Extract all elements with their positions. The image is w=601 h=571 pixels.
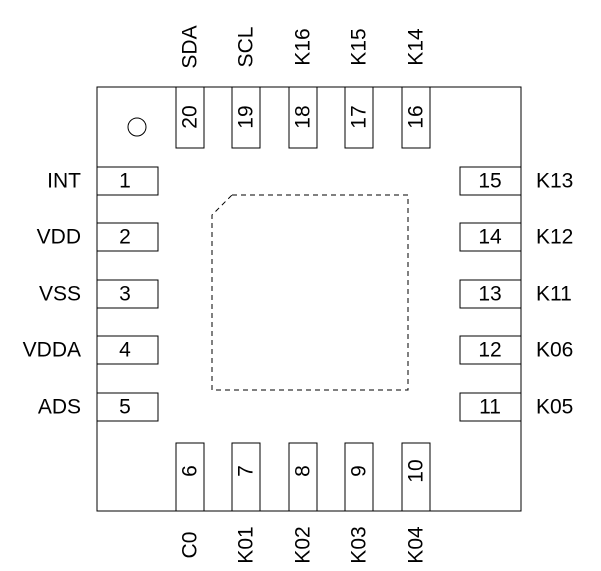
pin-number: 5: [119, 396, 131, 419]
pin-number: 14: [478, 226, 502, 249]
pin-name: K13: [536, 170, 573, 193]
pin-name: SCL: [235, 27, 258, 68]
pin-pad: [344, 442, 374, 512]
pin1-marker-dot: [127, 117, 147, 137]
pin-name: K03: [348, 526, 371, 563]
pin-name: K04: [405, 526, 428, 564]
pin-pad: [344, 86, 374, 149]
pin-pad: [459, 222, 522, 252]
pin-name: ADS: [38, 396, 81, 419]
pin-pad: [459, 166, 522, 196]
pin-pad: [231, 86, 261, 149]
pin-name: K12: [536, 226, 573, 249]
pin-layer: 1 INT 2 VDD 3 VSS 4 VDDA 5 ADS 11 K05 12 K06 13 K11 14 K1…: [23, 25, 574, 563]
pin-name: K11: [536, 283, 572, 306]
pin-name: INT: [47, 170, 81, 193]
pin-number: 6: [179, 465, 202, 477]
pin-pad: [96, 222, 159, 252]
pin-pad: [96, 392, 159, 422]
pin-number: 2: [119, 226, 131, 249]
pin-number: 11: [479, 396, 501, 419]
pin-number: 12: [478, 339, 501, 362]
pin-pad: [175, 86, 205, 149]
pin-name: VDD: [37, 226, 81, 249]
pin-number: 7: [235, 465, 258, 477]
pin-pad: [401, 442, 431, 512]
pin-number: 20: [179, 105, 202, 128]
pin-pad: [175, 442, 205, 512]
pin-number: 3: [119, 283, 131, 306]
pin-number: 1: [119, 170, 131, 193]
pin-number: 17: [348, 105, 371, 128]
pin-number: 18: [292, 105, 315, 128]
pin-name: K01: [235, 526, 258, 563]
package-body: [96, 86, 522, 512]
pin-name: VDDA: [23, 339, 81, 362]
pin-number: 10: [405, 459, 428, 482]
pin-name: K02: [292, 526, 315, 563]
pin-pad: [96, 335, 159, 365]
pin-pad: [459, 335, 522, 365]
pin-name: K05: [536, 396, 573, 419]
pin-number: 8: [292, 465, 315, 477]
pin-name: K14: [405, 28, 428, 66]
pin-name: K06: [536, 339, 573, 362]
pin-pad: [231, 442, 261, 512]
pin-name: K16: [292, 28, 315, 65]
pin-pad: [288, 86, 318, 149]
pin-name: VSS: [39, 283, 81, 306]
pin-number: 19: [235, 105, 258, 128]
exposed-pad-outline: [211, 194, 409, 391]
pin-pad: [459, 392, 522, 422]
pin-pad: [96, 166, 159, 196]
pin-name: K15: [348, 28, 371, 65]
pin-pad: [459, 279, 522, 309]
pin-name: C0: [179, 532, 202, 559]
pin-number: 4: [119, 339, 131, 362]
pin-pad: [401, 86, 431, 149]
pin-number: 16: [405, 105, 428, 128]
pin-name: SDA: [179, 25, 202, 68]
pin-number: 13: [478, 283, 501, 306]
pin-number: 15: [478, 170, 501, 193]
pin-pad: [96, 279, 159, 309]
pin-number: 9: [348, 465, 371, 477]
pin-pad: [288, 442, 318, 512]
